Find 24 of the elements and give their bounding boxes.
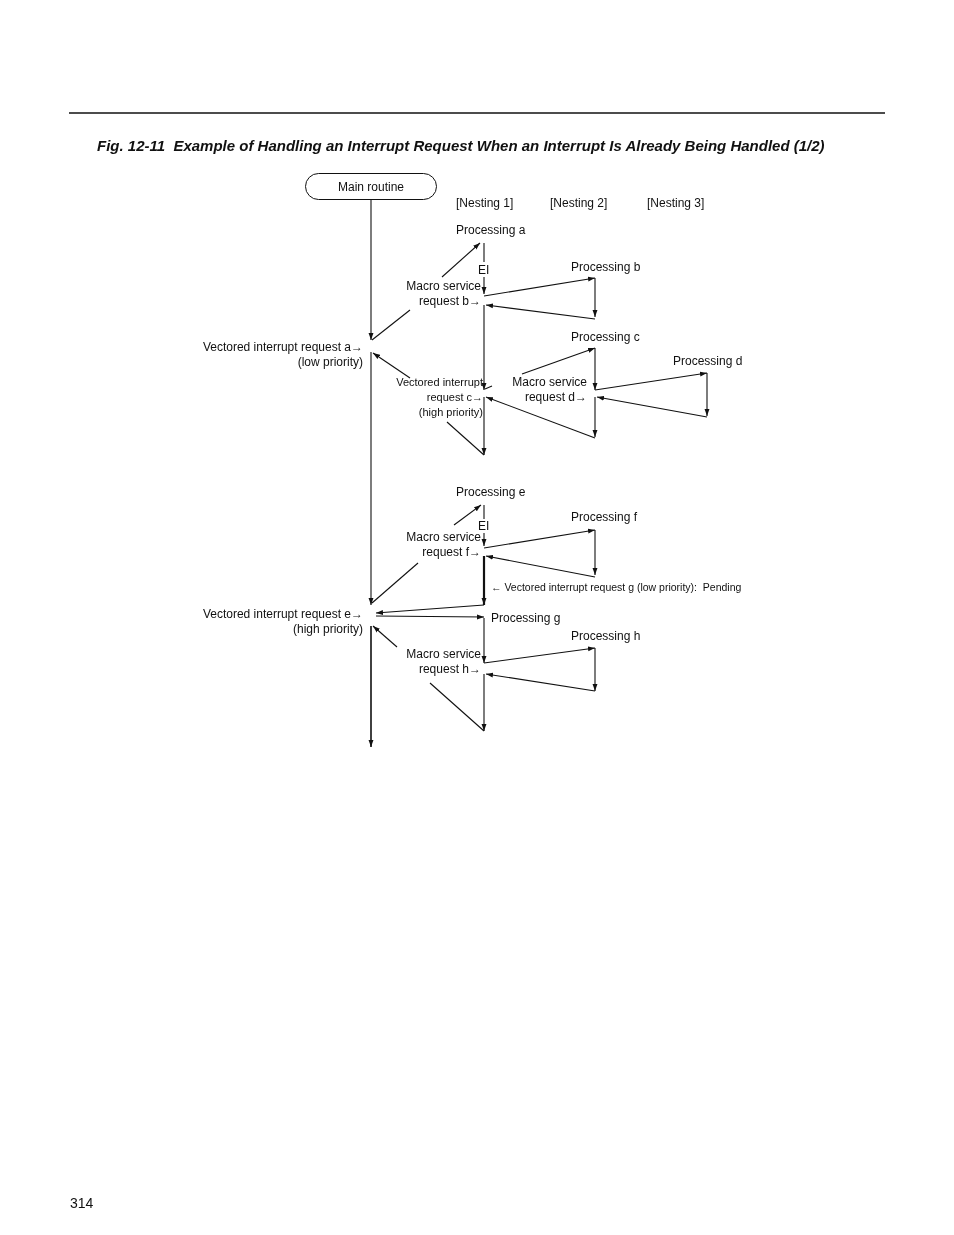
annotation-text: Processing b [571, 260, 641, 275]
annotation-text: Processing e [456, 485, 526, 500]
annotation-text: ← Vectored interrupt request g (low priority): Pending [491, 580, 742, 595]
annotation-text: EI [478, 519, 490, 533]
annotation-text: Processing a [456, 223, 526, 238]
page-number: 314 [70, 1194, 94, 1212]
annotation-text: Processing d [673, 354, 743, 369]
annotation-text: Macro service request d→ [512, 375, 587, 405]
annotation-text: Processing c [571, 330, 640, 345]
annotation-text: Processing f [571, 510, 638, 525]
annotation-text: Vectored interrupt request e→ (high priority) [202, 607, 363, 637]
annotation-text: Macro service request f→ [406, 530, 481, 560]
annotation-text: Vectored interrupt request c→ (high priority) [396, 375, 483, 420]
annotation-text: [Nesting 2] [550, 196, 608, 211]
annotation-text: [Nesting 1] [456, 196, 514, 211]
annotation-text: Processing g [491, 611, 561, 626]
terminal-box: Main routine [305, 173, 437, 200]
annotation-text: Macro service request h→ [406, 647, 481, 677]
annotation-text: Vectored interrupt request a→ (low priority) [202, 340, 363, 370]
figure-title: Fig. 12-11 Example of Handling an Interrupt Request When an Interrupt Is Already Being Handled (1/2) [97, 137, 825, 154]
annotation-text: [Nesting 3] [647, 196, 705, 211]
annotation-text: Macro service request b→ [406, 279, 481, 309]
annotation-text: EI [478, 263, 490, 278]
annotation-text: Processing h [571, 629, 641, 644]
